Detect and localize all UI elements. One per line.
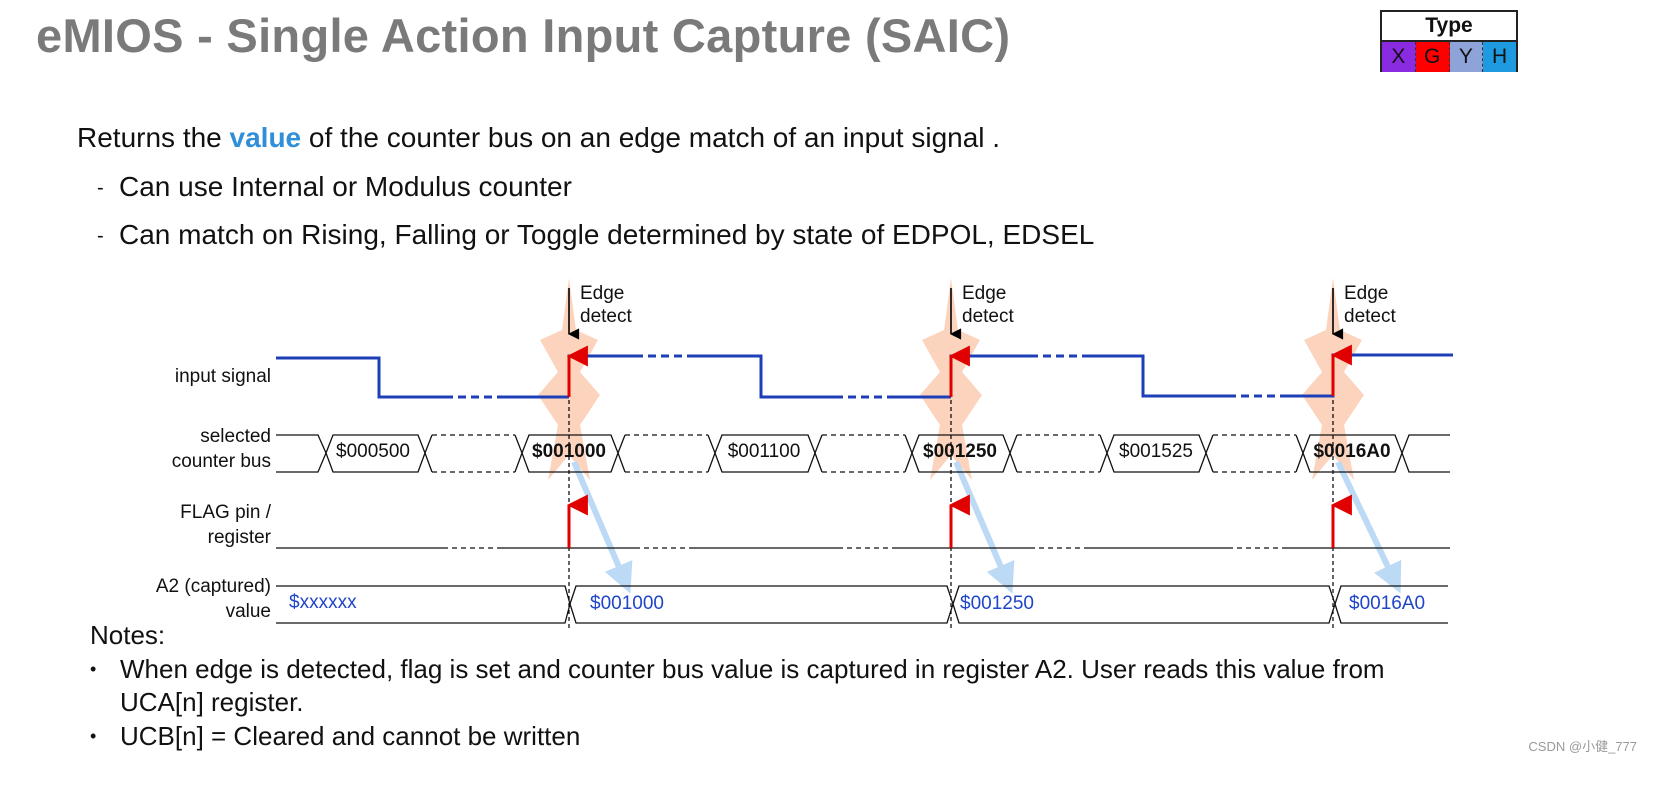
page-title: eMIOS - Single Action Input Capture (SAI… xyxy=(36,9,1011,62)
edge-label-2b: detect xyxy=(962,306,1014,327)
type-cell-y: Y xyxy=(1449,42,1484,72)
note-item: • When edge is detected, flag is set and … xyxy=(90,653,1450,719)
note-marker: • xyxy=(90,726,97,746)
edge-label-1b: detect xyxy=(580,306,632,327)
edge-label-2a: Edge xyxy=(962,283,1006,304)
note-marker: • xyxy=(90,659,97,679)
bullet-marker: - xyxy=(97,177,104,200)
bullet-text: Can match on Rising, Falling or Toggle d… xyxy=(119,219,1095,250)
captured-bus xyxy=(276,585,1448,624)
row-label-input: input signal xyxy=(175,366,271,387)
counter-value-3: $001100 xyxy=(728,441,801,462)
bullet-item: -Can match on Rising, Falling or Toggle … xyxy=(97,219,1094,251)
counter-value-5: $001525 xyxy=(1119,441,1193,462)
capture-arrow-1 xyxy=(571,460,633,594)
row-label-flag-2: register xyxy=(208,527,272,548)
row-label-captured-2: value xyxy=(226,601,271,622)
capture-arrow-3 xyxy=(1335,460,1402,594)
row-label-counter-2: counter bus xyxy=(172,451,271,472)
type-cell-g: G xyxy=(1415,42,1450,72)
counter-value-1: $000500 xyxy=(336,441,410,462)
type-legend-cells: X G Y H xyxy=(1382,42,1516,72)
captured-value-4: $0016A0 xyxy=(1349,593,1425,614)
counter-bus xyxy=(276,434,1450,473)
bullet-item: -Can use Internal or Modulus counter xyxy=(97,171,572,203)
type-legend: Type X G Y H xyxy=(1380,10,1518,72)
watermark: CSDN @小健_777 xyxy=(1528,739,1637,754)
counter-value-4: $001250 xyxy=(923,441,997,462)
intro-highlight: value xyxy=(229,122,302,153)
capture-arrow-2 xyxy=(953,460,1015,594)
notes-title: Notes: xyxy=(90,620,166,650)
intro-after: of the counter bus on an edge match of a… xyxy=(301,122,1001,153)
type-cell-h: H xyxy=(1483,42,1516,72)
counter-value-6: $0016A0 xyxy=(1313,441,1390,462)
edge-label-1a: Edge xyxy=(580,283,624,304)
counter-value-2: $001000 xyxy=(532,441,606,462)
captured-value-2: $001000 xyxy=(590,593,664,614)
captured-value-1: $xxxxxx xyxy=(289,592,357,613)
captured-value-3: $001250 xyxy=(960,593,1034,614)
bullet-text: Can use Internal or Modulus counter xyxy=(119,171,572,202)
type-cell-x: X xyxy=(1382,42,1416,72)
row-label-counter-1: selected xyxy=(200,426,271,447)
edge-label-3a: Edge xyxy=(1344,283,1388,304)
edge-label-3b: detect xyxy=(1344,306,1396,327)
bullet-marker: - xyxy=(97,225,104,248)
type-legend-header: Type xyxy=(1382,12,1516,42)
intro-text: Returns the value of the counter bus on … xyxy=(77,122,1000,154)
intro-before: Returns the xyxy=(77,122,230,153)
input-signal-wave xyxy=(276,353,1453,399)
note-item: • UCB[n] = Cleared and cannot be written xyxy=(90,720,1450,753)
row-label-captured-1: A2 (captured) xyxy=(156,576,271,597)
row-label-flag-1: FLAG pin / xyxy=(180,502,272,523)
note-text: When edge is detected, flag is set and c… xyxy=(120,654,1385,717)
note-text: UCB[n] = Cleared and cannot be written xyxy=(120,721,581,751)
